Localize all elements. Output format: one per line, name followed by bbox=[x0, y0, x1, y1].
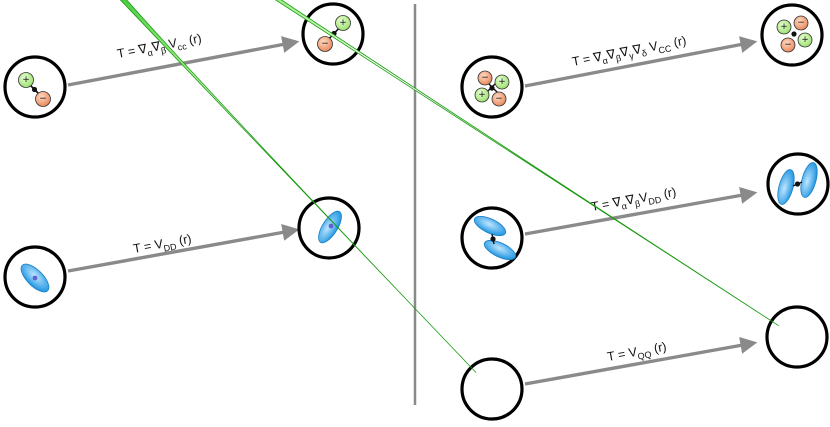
positive-charge-icon bbox=[494, 74, 510, 90]
site-charge-quadrupole-left: − + + − bbox=[460, 55, 524, 119]
dipole-ellipsoid-icon bbox=[483, 240, 517, 260]
positive-charge-icon bbox=[335, 15, 351, 31]
svg-text:−: − bbox=[495, 94, 503, 104]
quadrupole-star-icon bbox=[52, 0, 779, 326]
site-dipole-pair-left bbox=[460, 206, 524, 270]
label-dipole-dipole: T = VDD (r) bbox=[132, 232, 193, 259]
interaction-arrow-charge-quadrupole bbox=[524, 36, 758, 88]
positive-charge-icon bbox=[18, 72, 34, 88]
positive-charge-icon bbox=[797, 32, 813, 48]
quadrupole-star-icon bbox=[36, 0, 477, 373]
dipole-ellipsoid-icon bbox=[800, 162, 818, 198]
negative-charge-icon bbox=[317, 36, 333, 52]
dipole-ellipsoid-icon bbox=[473, 216, 507, 236]
site-dipole-pair-right bbox=[766, 152, 830, 216]
negative-charge-icon bbox=[780, 37, 796, 53]
svg-text:−: − bbox=[797, 18, 805, 28]
site-charge-dipole-right: + − bbox=[301, 2, 365, 66]
svg-text:−: − bbox=[784, 40, 792, 50]
svg-text:+: + bbox=[780, 22, 788, 32]
negative-charge-icon bbox=[35, 91, 51, 107]
site-quadrupole-left bbox=[36, 0, 524, 421]
svg-text:+: + bbox=[22, 75, 30, 85]
svg-text:+: + bbox=[478, 90, 486, 100]
positive-charge-icon bbox=[474, 87, 490, 103]
negative-charge-icon bbox=[491, 91, 507, 107]
interaction-arrow-quadrupole bbox=[524, 337, 758, 386]
svg-text:−: − bbox=[481, 73, 489, 83]
label-charge-quadrupole: T = ∇α∇β∇γ∇δ VCC (r) bbox=[571, 33, 688, 71]
positive-charge-icon bbox=[776, 19, 792, 35]
svg-text:+: + bbox=[339, 18, 347, 28]
svg-text:−: − bbox=[39, 94, 47, 104]
site-quadrupole-right bbox=[52, 0, 829, 369]
site-charge-quadrupole-right: + − − + bbox=[760, 3, 824, 67]
svg-text:+: + bbox=[498, 77, 506, 87]
interaction-arrow-dipole-dipole bbox=[67, 224, 300, 273]
negative-charge-icon bbox=[477, 70, 493, 86]
svg-text:−: − bbox=[321, 39, 329, 49]
svg-text:+: + bbox=[801, 35, 809, 45]
negative-charge-icon bbox=[793, 15, 809, 31]
label-quadrupole: T = VQQ (r) bbox=[606, 340, 668, 367]
dipole-ellipsoid-icon bbox=[777, 169, 795, 205]
label-charge-dipole: T = ∇α∇β Vcc (r) bbox=[116, 31, 203, 64]
site-dipole-right bbox=[297, 196, 361, 260]
site-dipole-left bbox=[3, 245, 67, 309]
site-charge-dipole-left: + − bbox=[3, 55, 67, 119]
interaction-arrow-dipole-tensor bbox=[524, 187, 758, 236]
